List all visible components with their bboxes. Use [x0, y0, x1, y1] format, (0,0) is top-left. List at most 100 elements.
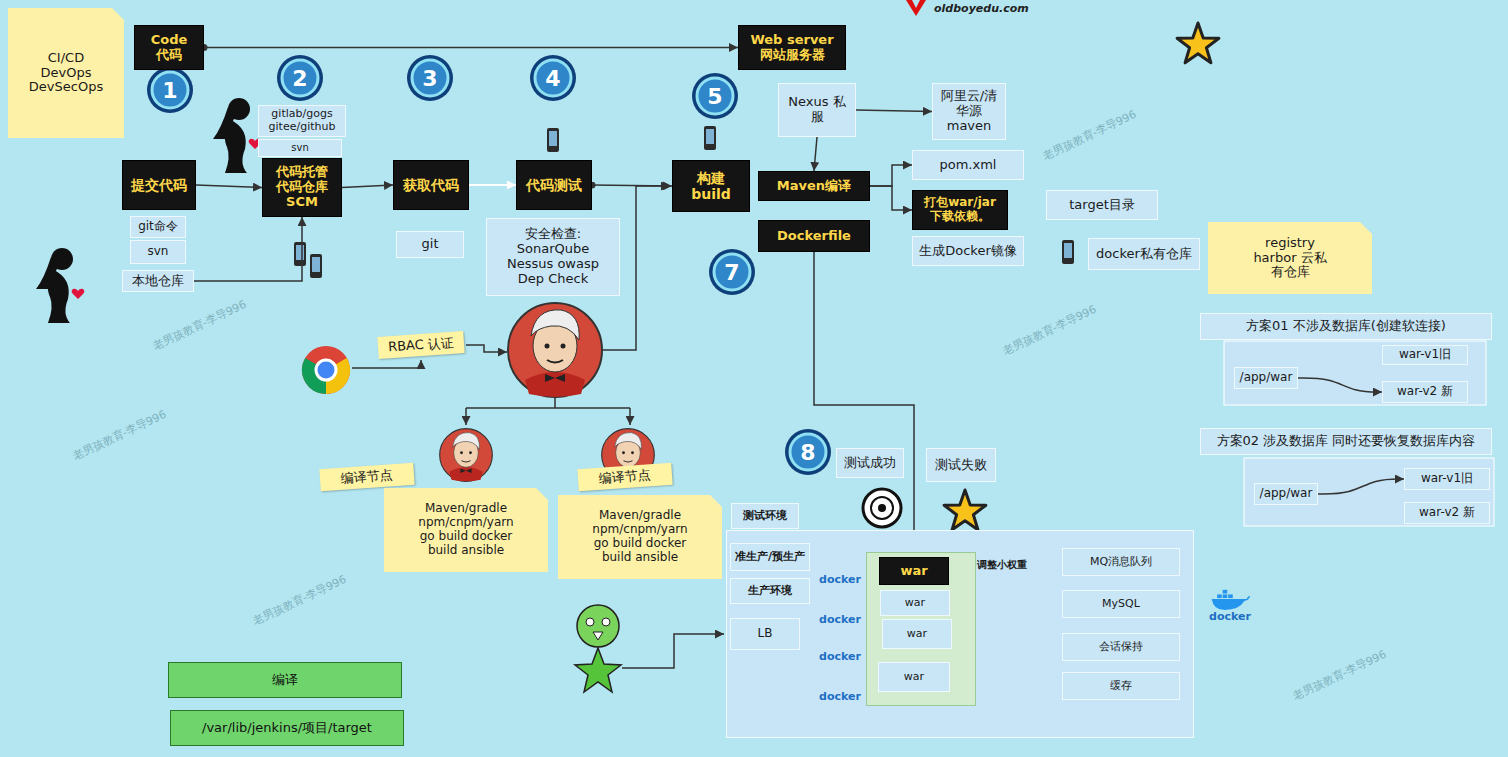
node-text: war-v1旧: [1421, 472, 1473, 486]
callout-badge: [530, 55, 576, 101]
node-text: war-v2 新: [1419, 506, 1475, 520]
node-text: registry harbor 云私有仓库: [1248, 236, 1332, 281]
node-text: MySQL: [1102, 598, 1140, 611]
info-box: docker私有仓库: [1088, 238, 1200, 270]
woman-silhouette: [213, 98, 261, 173]
callout-number: 8: [786, 430, 830, 474]
info-box: 方案02 涉及数据库 同时还要恢复数据库内容: [1200, 428, 1492, 455]
node-text: 方案01 不涉及数据库(创建软连接): [1246, 319, 1446, 334]
info-box: 本地仓库: [122, 270, 194, 292]
info-box: 生成Docker镜像: [912, 236, 1024, 266]
flow-line: [466, 345, 507, 352]
node-text: docker私有仓库: [1096, 247, 1192, 262]
node-text: 方案02 涉及数据库 同时还要恢复数据库内容: [1217, 434, 1476, 449]
callout-number: 5: [693, 74, 737, 118]
watermark: 老男孩教育-李导996: [150, 297, 249, 354]
node-text: 编译节点: [341, 468, 394, 487]
node-text: 代码托管 代码仓库 SCM: [271, 165, 333, 210]
sticky-note: Maven/gradle npm/cnpm/yarn go build dock…: [558, 495, 722, 579]
user-eye: [586, 618, 594, 626]
process-box: Dockerfile: [758, 220, 870, 252]
info-box: war-v1旧: [1382, 345, 1468, 365]
info-box: git命令: [130, 216, 186, 238]
info-box: war: [880, 590, 950, 616]
node-text: 阿里云/清 华源 maven: [939, 89, 999, 134]
callout-badge: [692, 73, 738, 119]
connector: [814, 252, 914, 557]
node-text: svn: [291, 142, 308, 154]
node-text: Nexus 私服: [785, 95, 849, 125]
chrome-center: [316, 360, 336, 380]
process-box: 打包war/jar 下载依赖。: [912, 190, 1008, 230]
chrome-red: [302, 346, 350, 394]
disc-ring: [871, 497, 893, 519]
flow-line: [629, 408, 631, 425]
node-text: 准生产/预生产: [735, 551, 805, 564]
disc-hole: [878, 504, 886, 512]
node-text: 生产环境: [748, 585, 792, 598]
node-text: 代码测试: [526, 177, 582, 193]
node-text: war: [904, 671, 924, 684]
callout-badge: [277, 55, 323, 101]
info-box: gitlab/gogs gitee/github: [258, 105, 346, 137]
user-beak: [593, 632, 603, 640]
disc-outer: [863, 489, 901, 527]
docker-caption: docker: [814, 650, 866, 663]
callout-badge: [709, 249, 755, 295]
connector: [194, 217, 302, 281]
info-box: pom.xml: [912, 150, 1024, 180]
info-box: LB: [730, 618, 800, 650]
node-text: git: [422, 237, 439, 252]
sticky-note: Maven/gradle npm/cnpm/yarn go build dock…: [384, 488, 548, 572]
tag-note: 编译节点: [319, 463, 414, 492]
connector: [204, 47, 738, 49]
plan-frame: [1224, 341, 1486, 405]
environment-panel: 测试环境准生产/预生产生产环境LB调整小权重warwarwarwarMQ消息队列…: [726, 530, 1194, 738]
process-box: war: [879, 557, 949, 585]
process-box: Web server 网站服务器: [738, 25, 846, 70]
info-box: 缓存: [1062, 672, 1180, 700]
node-text: 编译: [272, 673, 298, 688]
server-icon: [547, 128, 559, 152]
info-box: svn: [258, 139, 342, 157]
callout-badge: [785, 429, 831, 475]
node-text: Maven编译: [777, 179, 851, 194]
logo-text: oldboyedu.com: [934, 2, 1044, 18]
server-group: 调整小权重warwarwarwar: [866, 552, 976, 706]
user-body: [575, 648, 621, 692]
node-text: CI/CD DevOps DevSecOps: [26, 51, 106, 96]
node-text: 编译节点: [599, 468, 652, 487]
node-text: Maven/gradle npm/cnpm/yarn go build dock…: [589, 509, 691, 564]
node-text: MQ消息队列: [1090, 556, 1152, 569]
connector: [1298, 378, 1382, 392]
plan-frame: [1244, 458, 1494, 526]
docker-caption: docker: [814, 573, 866, 586]
flow-line: [352, 360, 421, 368]
info-box: git: [396, 231, 464, 258]
green-box: 编译: [168, 662, 402, 698]
watermark: 老男孩教育-李导996: [250, 572, 349, 629]
server-icon: [704, 126, 716, 150]
docker-caption: docker: [814, 690, 866, 703]
node-text: 本地仓库: [132, 274, 184, 289]
info-box: war: [878, 662, 950, 692]
node-text: 构建 build: [683, 170, 739, 202]
node-text: Code 代码: [143, 33, 195, 63]
info-box: 测试成功: [836, 448, 904, 478]
connector: [342, 185, 393, 188]
green-box: /var/lib/jenkins/项目/target: [170, 710, 404, 746]
env-box: 生产环境: [730, 578, 810, 604]
jenkins-master: [508, 303, 602, 397]
info-box: svn: [130, 240, 186, 264]
tag-note: RBAC 认证: [377, 331, 464, 359]
info-box: war-v2 新: [1404, 502, 1490, 524]
info-box: Nexus 私服: [778, 83, 856, 137]
callout-badge: [147, 67, 193, 113]
logo-mark: [906, 0, 926, 16]
watermark: 老男孩教育-李导996: [1040, 107, 1139, 164]
node-text: git命令: [138, 220, 178, 234]
watermark: 老男孩教育-李导996: [1000, 302, 1099, 359]
node-text: Web server 网站服务器: [747, 33, 837, 63]
process-box: 代码托管 代码仓库 SCM: [262, 158, 342, 217]
